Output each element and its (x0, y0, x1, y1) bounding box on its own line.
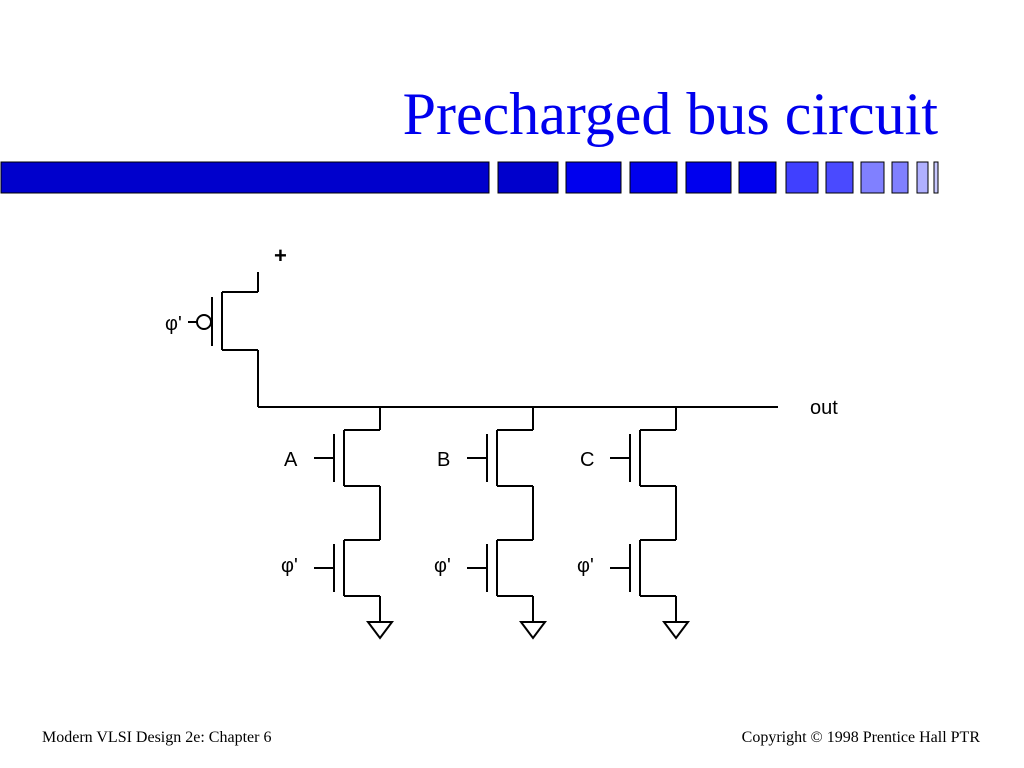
pulldown-branches: Aφ' Bφ' Cφ' (281, 407, 690, 640)
title-bar-segment (629, 161, 678, 194)
ground-icon (662, 621, 690, 640)
title-bar-segment (685, 161, 732, 194)
branch-input-label: C (580, 449, 594, 471)
title-bar-segment (860, 161, 885, 194)
title-bar-segment (565, 161, 622, 194)
title-bar-segment (933, 161, 939, 194)
title-bar-segment (0, 161, 490, 194)
pulldown-branch (314, 407, 394, 640)
precharge-gate-label: φ' (165, 313, 182, 335)
supply-label: + (274, 243, 287, 268)
branch-clock-label: φ' (577, 555, 594, 577)
pulldown-branch (610, 407, 690, 640)
branch-clock-label: φ' (434, 555, 451, 577)
footer-copyright: Copyright © 1998 Prentice Hall PTR (741, 729, 980, 746)
footer-book-title: Modern VLSI Design 2e: Chapter 6 (42, 729, 272, 746)
branch-input-label: B (437, 449, 450, 471)
title-bar-segment (497, 161, 559, 194)
title-bar-segment (916, 161, 929, 194)
output-label: out (810, 397, 838, 419)
title-decoration-bar (0, 161, 939, 194)
ground-icon (366, 621, 394, 640)
ground-icon (519, 621, 547, 640)
branch-clock-label: φ' (281, 555, 298, 577)
title-bar-segment (738, 161, 777, 194)
title-bar-segment (825, 161, 854, 194)
pulldown-branch (467, 407, 547, 640)
branch-input-label: A (284, 449, 298, 471)
precharge-pmos-transistor (188, 272, 259, 407)
slide-title: Precharged bus circuit (402, 81, 938, 147)
title-bar-segment (891, 161, 909, 194)
title-bar-segment (785, 161, 819, 194)
